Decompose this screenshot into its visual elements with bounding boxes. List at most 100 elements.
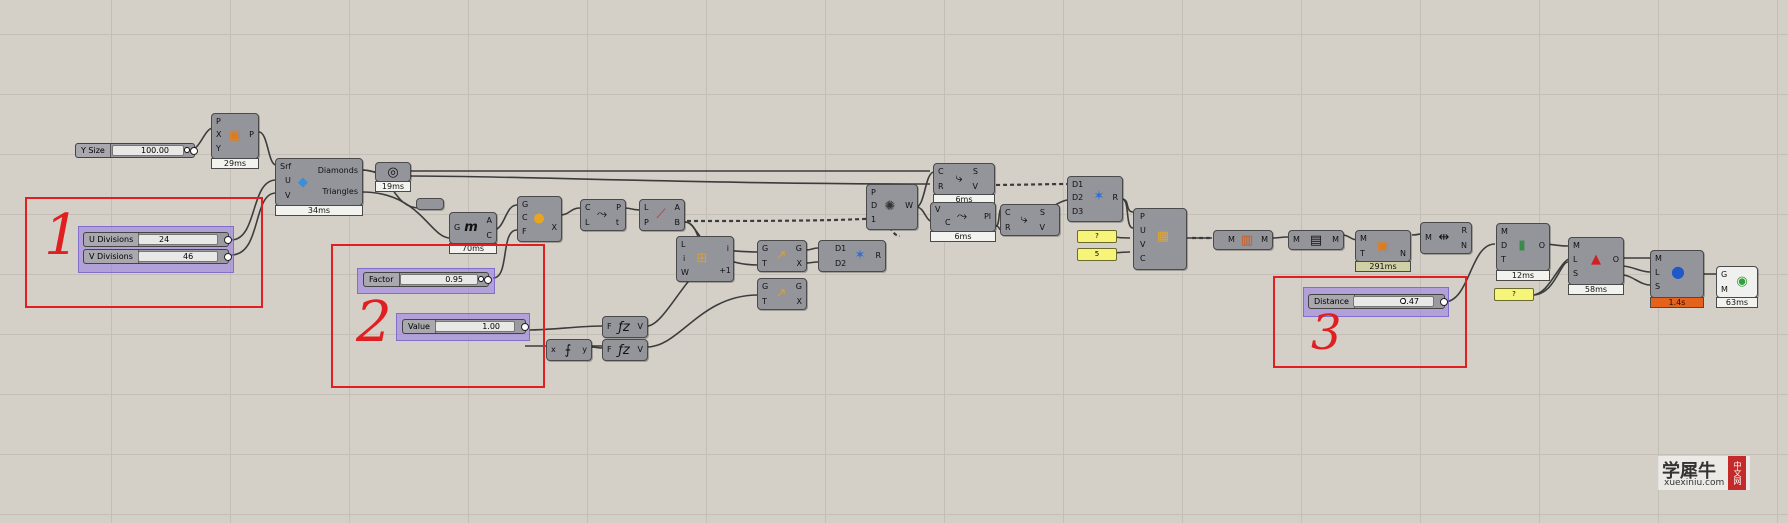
input-p[interactable]: P bbox=[1140, 212, 1145, 221]
diamond-panels-component[interactable]: Srf U V ◆ Diamonds Triangles bbox=[275, 158, 363, 206]
output-n[interactable]: N bbox=[1461, 241, 1467, 250]
output-m[interactable]: M bbox=[1332, 235, 1339, 244]
input-t[interactable]: T bbox=[1501, 255, 1506, 264]
output-grip-icon[interactable] bbox=[1440, 298, 1448, 306]
output-plus[interactable]: +1 bbox=[719, 266, 731, 275]
input-d2[interactable]: D2 bbox=[835, 259, 847, 268]
expression-component[interactable]: x ⨍ y bbox=[546, 339, 592, 361]
input-s[interactable]: S bbox=[1573, 269, 1579, 278]
input-f[interactable]: F bbox=[607, 322, 612, 331]
output-b[interactable]: B bbox=[674, 218, 681, 227]
output-v[interactable]: V bbox=[637, 322, 643, 331]
output-grip-icon[interactable] bbox=[484, 276, 492, 284]
output-a[interactable]: A bbox=[486, 216, 492, 225]
input-g[interactable]: G bbox=[762, 282, 769, 291]
input-1[interactable]: 1 bbox=[871, 215, 877, 224]
output-grip-icon[interactable] bbox=[521, 323, 529, 331]
mesh-component[interactable]: M T ▣ N bbox=[1355, 230, 1411, 262]
input-s[interactable]: S bbox=[1655, 282, 1661, 291]
input-i[interactable]: i bbox=[683, 254, 686, 263]
input-m[interactable]: M bbox=[1655, 254, 1662, 263]
output-grip-icon[interactable] bbox=[224, 253, 232, 261]
slider-track[interactable]: 24 bbox=[138, 234, 218, 245]
vector-3pt-component[interactable]: D1 D2 D3 ✶ R bbox=[1067, 176, 1123, 222]
output-grip-icon[interactable] bbox=[224, 236, 232, 244]
mesh-thicken-component[interactable]: M D T ▮ O bbox=[1496, 223, 1550, 271]
input-d2[interactable]: D2 bbox=[1072, 193, 1084, 202]
construct-plane-component[interactable]: P X Y ▣ P bbox=[211, 113, 259, 159]
output-g[interactable]: G bbox=[795, 282, 802, 291]
output-n[interactable]: N bbox=[1400, 249, 1406, 258]
input-p[interactable]: P bbox=[216, 117, 221, 126]
output-t[interactable]: t bbox=[615, 218, 619, 227]
list-item-component[interactable]: L i W ⊞ i +1 bbox=[676, 236, 734, 282]
output-o[interactable]: O bbox=[1612, 255, 1619, 264]
input-l[interactable]: L bbox=[681, 240, 686, 249]
mesh-shape-component[interactable]: M L S ▲ O bbox=[1568, 237, 1624, 285]
slider-track[interactable]: 46 bbox=[138, 251, 218, 262]
custom-preview-component[interactable]: G M ◉ bbox=[1716, 266, 1758, 298]
input-m[interactable]: M bbox=[1360, 234, 1367, 243]
output-x[interactable]: X bbox=[551, 223, 557, 232]
number-panel[interactable]: ? bbox=[1077, 230, 1117, 243]
input-p[interactable]: P bbox=[644, 218, 649, 227]
input-p[interactable]: P bbox=[871, 188, 876, 197]
output-r[interactable]: R bbox=[875, 251, 881, 260]
output-pl[interactable]: Pl bbox=[983, 212, 991, 221]
relay-component[interactable] bbox=[416, 198, 444, 210]
input-srf[interactable]: Srf bbox=[280, 162, 292, 171]
divide-curve-component[interactable]: C R ⤷ S V bbox=[933, 163, 995, 195]
surface-evaluate-component[interactable]: P U V C ▦ bbox=[1133, 208, 1187, 270]
output-triangles[interactable]: Triangles bbox=[322, 187, 358, 196]
vector-2pt-component[interactable]: D1 D2 ✶ R bbox=[818, 240, 886, 272]
slider-distance[interactable]: Distance 0.47 bbox=[1308, 294, 1448, 309]
input-m[interactable]: M bbox=[1228, 235, 1235, 244]
input-g[interactable]: G bbox=[762, 244, 769, 253]
input-x[interactable]: X bbox=[216, 130, 222, 139]
output-c[interactable]: C bbox=[486, 231, 492, 240]
move-component[interactable]: G T ↗ G X bbox=[757, 240, 807, 272]
input-c[interactable]: C bbox=[585, 203, 591, 212]
input-m[interactable]: M bbox=[1293, 235, 1300, 244]
input-y[interactable]: Y bbox=[216, 144, 221, 153]
graph-mapper-component[interactable]: F ƒz V bbox=[602, 339, 648, 361]
graph-mapper-component[interactable]: F ƒz V bbox=[602, 316, 648, 338]
input-u[interactable]: U bbox=[285, 176, 291, 185]
slider-factor[interactable]: Factor 0.95 bbox=[363, 272, 492, 287]
output-x[interactable]: X bbox=[796, 259, 802, 268]
line-closest-component[interactable]: L P ⟋ A B bbox=[639, 199, 685, 231]
curve-closest-component[interactable]: C L ⤳ P t bbox=[580, 199, 626, 231]
output-m[interactable]: M bbox=[1261, 235, 1268, 244]
input-c[interactable]: C bbox=[1140, 254, 1146, 263]
input-l[interactable]: L bbox=[644, 203, 649, 212]
input-g[interactable]: G bbox=[522, 200, 529, 209]
input-d3[interactable]: D3 bbox=[1072, 207, 1084, 216]
output-s[interactable]: S bbox=[972, 167, 978, 176]
output-a[interactable]: A bbox=[674, 203, 680, 212]
output-v[interactable]: V bbox=[637, 345, 643, 354]
output-p[interactable]: P bbox=[616, 203, 621, 212]
input-d1[interactable]: D1 bbox=[1072, 180, 1084, 189]
output-v[interactable]: V bbox=[972, 182, 978, 191]
input-c[interactable]: C bbox=[1005, 208, 1011, 217]
input-m[interactable]: M bbox=[1425, 233, 1432, 242]
input-m[interactable]: M bbox=[1721, 285, 1728, 294]
mesh-component[interactable]: M ▥ M bbox=[1213, 230, 1273, 250]
input-d[interactable]: D bbox=[871, 201, 878, 210]
output-y[interactable]: y bbox=[582, 345, 587, 354]
output-grip-icon[interactable] bbox=[190, 147, 198, 155]
number-panel[interactable]: 5 bbox=[1077, 248, 1117, 261]
input-c[interactable]: C bbox=[945, 218, 951, 227]
curve-split-component[interactable]: C R ⤷ S V bbox=[1000, 204, 1060, 236]
pipe-component[interactable]: P D 1 ✺ W bbox=[866, 184, 918, 230]
slider-track[interactable]: 1.00 bbox=[435, 321, 515, 332]
input-t[interactable]: T bbox=[762, 297, 767, 306]
input-l[interactable]: L bbox=[1573, 255, 1578, 264]
input-l[interactable]: L bbox=[1655, 268, 1660, 277]
output-x[interactable]: X bbox=[796, 297, 802, 306]
offset-component[interactable]: ◎ bbox=[375, 162, 411, 182]
slider-v-divisions[interactable]: V Divisions 46 bbox=[83, 249, 232, 264]
input-d1[interactable]: D1 bbox=[835, 244, 847, 253]
move-component[interactable]: G C F ● X bbox=[517, 196, 562, 242]
